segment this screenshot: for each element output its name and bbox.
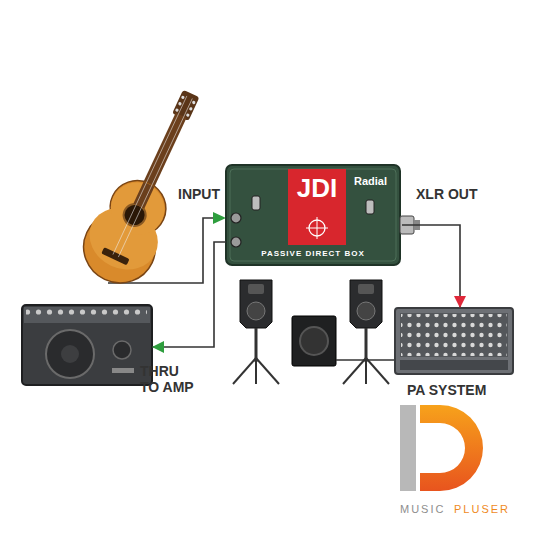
guitar-amp-part [113, 341, 131, 359]
device-heading: PA SYSTEM [407, 382, 486, 398]
guitar-amp-part [112, 368, 134, 373]
shop-logo-part [400, 405, 416, 491]
acoustic-guitar-part [102, 174, 173, 244]
powered-mixer-part [400, 360, 508, 370]
shop-logo-part [420, 405, 483, 491]
acoustic-guitar-part [113, 96, 187, 255]
brand-text: Radial [354, 175, 387, 187]
amplifier: THRU TO AMP [22, 305, 152, 385]
powered-mixer [395, 308, 513, 374]
logo-text: PLUSER [454, 503, 510, 515]
subwoofer-part [292, 316, 336, 366]
guitar-amp-part [22, 305, 152, 385]
acoustic-guitar-part [192, 100, 196, 104]
direct-box-graphic-part [231, 213, 241, 223]
device-heading: THRU TO AMP [140, 363, 198, 395]
direct-box-graphic [226, 165, 420, 265]
subwoofer [292, 316, 395, 366]
box-type-text: PASSIVE DIRECT BOX [226, 249, 400, 258]
acoustic-guitar-part [189, 107, 193, 111]
pa-speaker-part [366, 358, 389, 384]
pa-speaker-part [350, 280, 382, 328]
pa-speaker-part [255, 328, 258, 362]
guitar-amp-part [24, 307, 150, 323]
pa-speaker-part [357, 302, 375, 320]
subwoofer-part [336, 359, 395, 360]
pa-speaker-part [365, 328, 368, 362]
direct-box-graphic-part [288, 169, 346, 245]
acoustic-guitar-part [178, 102, 182, 106]
acoustic-guitar-part [141, 113, 187, 192]
guitar-amp-part [61, 345, 79, 363]
powered-mixer-part [395, 308, 513, 374]
guitar-cable-part [213, 212, 226, 224]
pa-speaker [233, 280, 279, 384]
acoustic-guitar-part [133, 182, 154, 209]
direct-box-graphic-part [252, 196, 260, 210]
shop-logo [400, 405, 483, 491]
signal-cable [152, 242, 226, 347]
pa-speaker-part [248, 284, 264, 294]
logo-text: MUSIC [400, 503, 445, 515]
acoustic-guitar-part [118, 98, 192, 257]
signal-cable [402, 225, 460, 308]
acoustic-guitar [72, 78, 224, 294]
acoustic-guitar-part [186, 113, 190, 117]
model-text: JDI [288, 173, 346, 204]
direct-box: Radial JDI PASSIVE DIRECT BOX [226, 165, 402, 265]
direct-box-graphic-part [226, 165, 400, 265]
subwoofer-part [300, 327, 328, 355]
guitar-amp-part [46, 330, 94, 378]
direct-box-graphic-part [366, 200, 374, 214]
pa-speaker-part [247, 302, 265, 320]
acoustic-guitar-part [175, 108, 179, 112]
pa-speaker-part [358, 284, 374, 294]
pa-speaker-part [365, 358, 367, 384]
guitar-amp-part [26, 307, 147, 323]
pa-speaker-part [233, 358, 256, 384]
pa-speaker-part [240, 280, 272, 328]
pa-system: PA SYSTEM [395, 308, 513, 374]
port-label: INPUT [178, 186, 220, 202]
powered-mixer-part [400, 313, 508, 357]
direct-box-graphic-part [317, 217, 318, 239]
acoustic-guitar-part [181, 95, 185, 99]
pa-speaker-part [256, 358, 279, 384]
port-label: XLR OUT [416, 186, 477, 202]
pa-speaker-part [343, 358, 366, 384]
direct-box-graphic-part [230, 169, 396, 261]
acoustic-guitar-part [101, 247, 129, 265]
guitar-amp [22, 305, 152, 385]
pa-speaker [343, 280, 389, 384]
direct-box-graphic-part [231, 237, 241, 247]
pa-speaker-part [255, 358, 257, 384]
powered-mixer-part [401, 314, 507, 356]
